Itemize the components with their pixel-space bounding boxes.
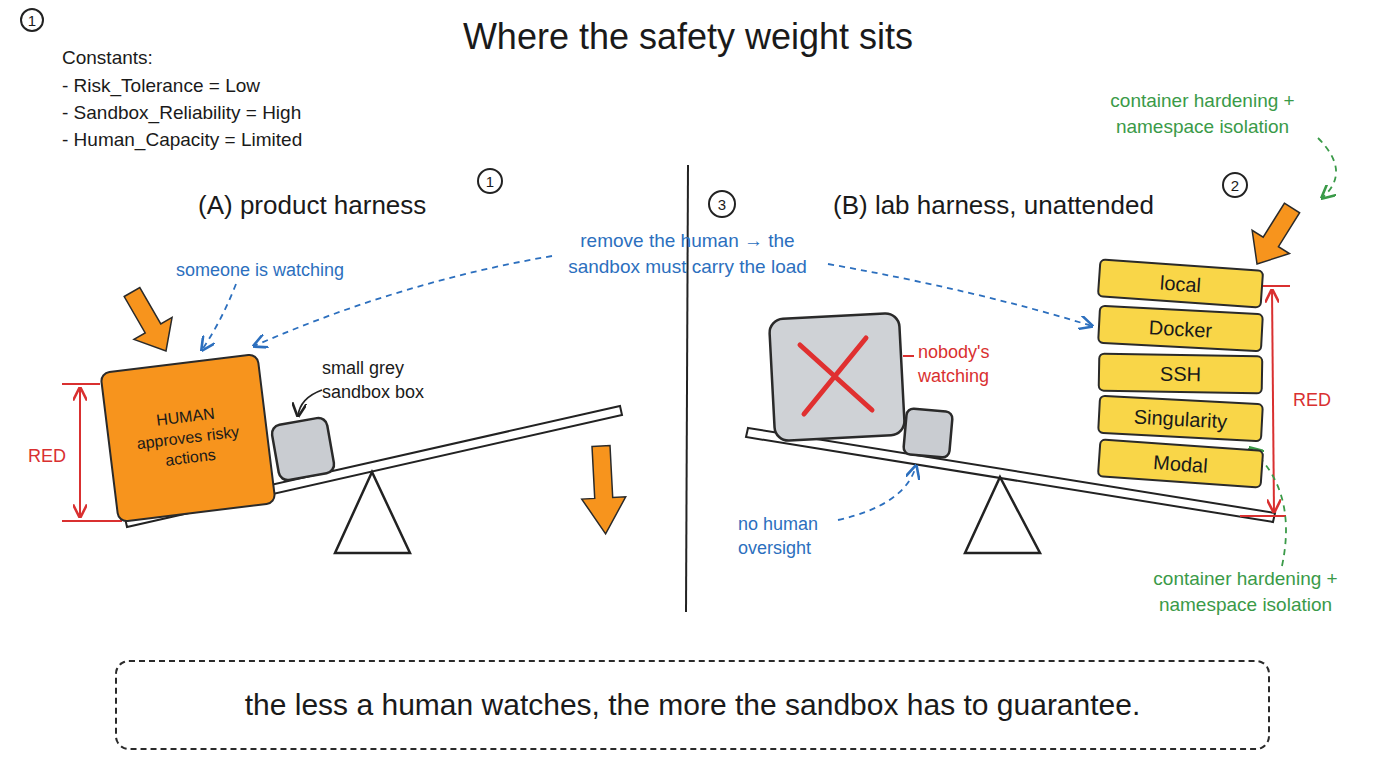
sandbox-layer: Singularity xyxy=(1097,395,1264,443)
dimension-label: RED xyxy=(28,444,66,468)
annotation-note: someone is watching xyxy=(176,258,344,282)
panel-heading: (B) lab harness, unattended xyxy=(833,188,1154,223)
callout-number: 1 xyxy=(20,8,44,32)
sandbox-layer: Modal xyxy=(1097,438,1264,488)
node-text-group: Singularity xyxy=(1133,403,1228,434)
human-box: HUMAN approves risky actions xyxy=(99,353,276,523)
annotation-note: no human oversight xyxy=(738,512,836,561)
removed-human-box xyxy=(769,313,905,442)
dimension-line xyxy=(79,388,81,517)
node-label: local xyxy=(1159,269,1202,298)
constant-line: - Human_Capacity = Limited xyxy=(62,127,302,153)
constants-heading: Constants: xyxy=(62,45,153,71)
constant-line: - Sandbox_Reliability = High xyxy=(62,100,301,126)
weight-arrow xyxy=(1238,196,1310,275)
sandbox-layer: local xyxy=(1097,258,1264,308)
node-label: SSH xyxy=(1160,360,1202,387)
callout-number: 2 xyxy=(1222,172,1248,198)
annotation-note: small grey sandbox box xyxy=(322,356,440,405)
leader-line xyxy=(202,284,236,350)
sandbox-box xyxy=(271,417,336,482)
annotation-note: container hardening + namespace isolatio… xyxy=(1128,566,1363,617)
node-text-group: Modal xyxy=(1152,449,1208,479)
node-text-group: SSH xyxy=(1160,360,1202,387)
caption: the less a human watches, the more the s… xyxy=(245,688,1141,722)
node-text-group: HUMAN approves risky actions xyxy=(126,400,251,476)
sandbox-box xyxy=(903,408,953,458)
node-text-group: Docker xyxy=(1148,314,1213,343)
leader-line xyxy=(298,390,322,416)
annotation-note: container hardening + namespace isolatio… xyxy=(1085,88,1320,139)
caption-frame: the less a human watches, the more the s… xyxy=(115,660,1270,750)
leader-line xyxy=(838,466,916,520)
node-label: HUMAN approves risky actions xyxy=(126,400,251,476)
annotation-note: nobody's watching xyxy=(918,340,1010,389)
weight-arrow xyxy=(579,445,628,535)
annotation-note: remove the human → the sandbox must carr… xyxy=(560,228,815,279)
sandbox-layer: SSH xyxy=(1098,353,1264,395)
callout-number: 3 xyxy=(708,190,736,218)
weight-arrow xyxy=(579,445,628,535)
panel-heading: (A) product harness xyxy=(198,188,426,223)
node-label: Docker xyxy=(1148,314,1213,343)
weight-arrow xyxy=(113,281,185,362)
red-cross xyxy=(800,338,872,414)
dash-mark xyxy=(903,355,914,357)
fulcrum-triangle xyxy=(335,472,410,553)
fulcrum-triangle xyxy=(965,477,1040,553)
title: Where the safety weight sits xyxy=(0,16,1376,58)
constant-line: - Risk_Tolerance = Low xyxy=(62,73,260,99)
node-label: Singularity xyxy=(1133,403,1228,434)
leader-line xyxy=(1318,138,1336,198)
leader-line xyxy=(828,264,1092,326)
weight-arrow xyxy=(1238,196,1310,275)
weight-arrow xyxy=(113,281,185,362)
dimension-label: RED xyxy=(1293,388,1331,412)
sandbox-layer: Docker xyxy=(1097,305,1264,353)
node-label: Modal xyxy=(1152,449,1208,479)
node-text-group: local xyxy=(1159,269,1202,298)
callout-number: 1 xyxy=(477,168,503,194)
